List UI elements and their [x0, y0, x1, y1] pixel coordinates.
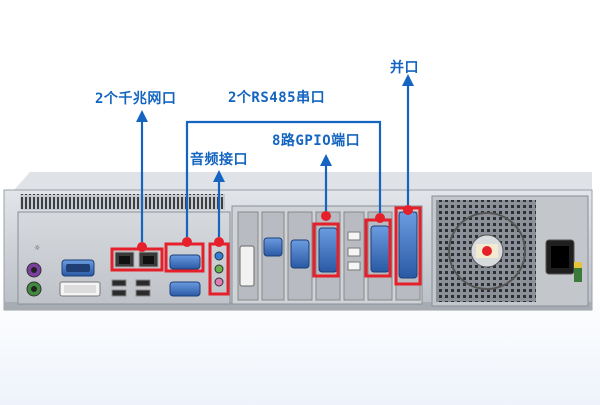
usb-port-icon — [111, 279, 151, 297]
psu-fan-icon — [482, 246, 492, 256]
highlight-dots — [137, 205, 413, 252]
arrowheads — [136, 74, 414, 182]
highlight-lan — [110, 247, 164, 272]
onboard-com-ports — [169, 254, 201, 297]
svg-text:☼: ☼ — [34, 244, 40, 252]
lan-ports — [114, 251, 159, 268]
label-lan-ports: 2个千兆网口 — [95, 91, 177, 107]
label-rs485-ports: 2个RS485串口 — [228, 90, 326, 106]
label-audio-ports: 音频接口 — [190, 152, 248, 168]
label-gpio-ports: 8路GPIO端口 — [272, 133, 361, 149]
ps2-port-icon — [26, 262, 42, 297]
label-parallel-port: 并口 — [390, 60, 419, 76]
power-inlet-icon — [545, 239, 582, 282]
audio-jacks — [214, 251, 224, 287]
highlight-gpio — [312, 222, 340, 278]
power-supply — [431, 195, 589, 307]
leader-lines — [140, 82, 410, 242]
top-vent-strip — [20, 194, 225, 210]
vga-port-icon — [59, 259, 101, 297]
